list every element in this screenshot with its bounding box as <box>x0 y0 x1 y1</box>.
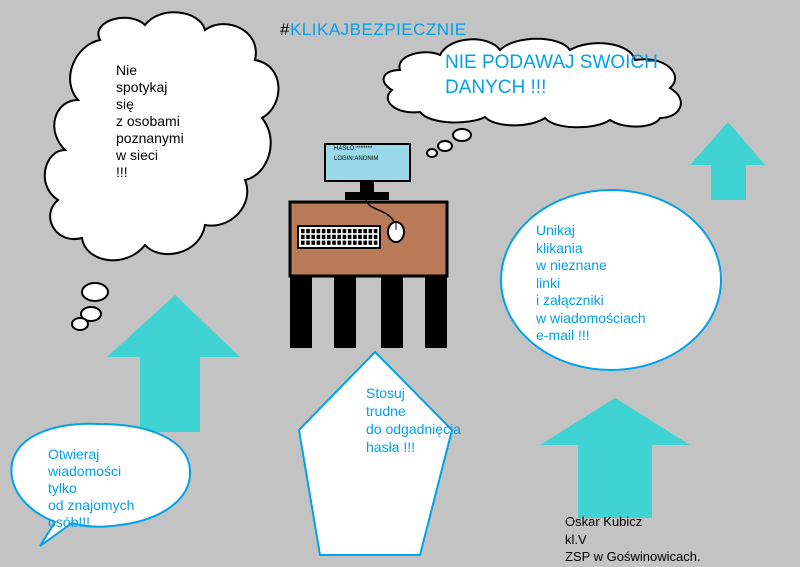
keyboard-key <box>342 229 347 234</box>
keyboard-key <box>321 234 326 239</box>
keyboard-key <box>373 229 378 234</box>
author-credit: Oskar Kubicz kl.V ZSP w Goświnowicach. <box>565 514 701 564</box>
keyboard-key <box>347 234 352 239</box>
keyboard-key <box>332 229 336 234</box>
keyboard-key <box>358 240 362 245</box>
bubble-left-text: Otwieraj wiadomości tylko od znajomych o… <box>48 446 135 530</box>
keyboard-key <box>358 234 362 239</box>
keyboard-key <box>363 234 367 239</box>
keyboard-key <box>353 229 357 234</box>
desk-leg-1 <box>290 276 312 348</box>
arrow-left <box>107 295 240 432</box>
keyboard-key <box>306 240 310 245</box>
screen-password-text: HASŁO:******* <box>334 146 373 152</box>
keyboard-key <box>358 229 362 234</box>
title-hash: # <box>280 20 290 39</box>
computer-illustration <box>288 143 449 348</box>
keyboard-key <box>368 240 373 245</box>
pentagon <box>297 350 454 556</box>
oval-right <box>500 189 722 371</box>
oval-right-text: Unikaj klikania w nieznane linki i załąc… <box>536 222 646 343</box>
keyboard-key <box>332 234 336 239</box>
keyboard-key <box>316 234 321 239</box>
keyboard-key <box>301 234 305 239</box>
keyboard-key <box>353 234 357 239</box>
keyboard-key <box>373 240 378 245</box>
desk-leg-3 <box>381 276 403 348</box>
arrow-bottom-right <box>540 398 690 518</box>
keyboard-key <box>368 234 373 239</box>
keyboard-key <box>363 229 367 234</box>
keyboard-key <box>327 234 331 239</box>
screen-login-text: LOGIN:ANONIM <box>334 156 379 162</box>
keyboard-key <box>368 229 373 234</box>
keyboard-key <box>301 240 305 245</box>
keyboard-key <box>347 240 352 245</box>
keyboard-key <box>321 240 326 245</box>
poster-title: #KLIKAJBEZPIECZNIE <box>280 20 467 40</box>
keyboard-key <box>342 240 347 245</box>
cloud-right-text: NIE PODAWAJ SWOICH DANYCH !!! <box>445 52 658 98</box>
keyboard-key <box>316 240 321 245</box>
arrow-top-right <box>690 122 765 200</box>
keyboard-key <box>347 229 352 234</box>
cloud-left-text: Nie spotykaj się z osobami poznanymi w s… <box>116 62 184 180</box>
speech-bubble-left <box>10 422 192 547</box>
keyboard-key <box>306 234 310 239</box>
keyboard-key <box>337 240 341 245</box>
keyboard-key <box>311 240 315 245</box>
keyboard-key <box>337 229 341 234</box>
desk-leg-2 <box>334 276 356 348</box>
keyboard-key <box>373 234 378 239</box>
keyboard-key <box>311 234 315 239</box>
keyboard-key <box>321 229 326 234</box>
title-word: KLIKAJBEZPIECZNIE <box>289 20 467 39</box>
keyboard-key <box>327 229 331 234</box>
pentagon-text: Stosuj trudne do odgadnięcia hasła !!! <box>366 385 461 455</box>
keyboard-key <box>353 240 357 245</box>
keyboard-key <box>311 229 315 234</box>
desk-leg-4 <box>425 276 447 348</box>
monitor-base <box>345 192 389 200</box>
keyboard-key <box>337 234 341 239</box>
thought-cloud-left <box>43 11 280 331</box>
keyboard-key <box>316 229 321 234</box>
keyboard-key <box>301 229 305 234</box>
thought-cloud-right <box>382 37 682 158</box>
keyboard-key <box>342 234 347 239</box>
keyboard-key <box>327 240 331 245</box>
keyboard-key <box>363 240 367 245</box>
keyboard-key <box>306 229 310 234</box>
keyboard-icon <box>297 225 381 249</box>
keyboard-key <box>332 240 336 245</box>
